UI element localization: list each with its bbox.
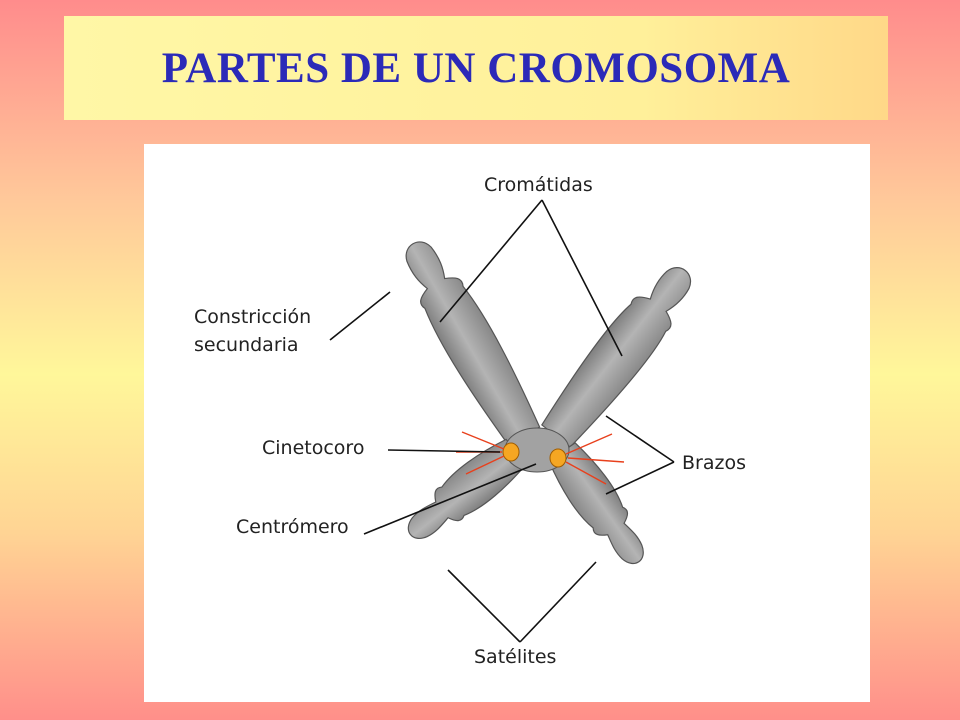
arm-lower-right: [548, 442, 644, 564]
chromosome-illustration: [329, 199, 692, 643]
chromosome-diagram: Cromátidas Constricción secundaria Cinet…: [144, 144, 870, 702]
kinetochore-right: [549, 448, 567, 468]
arm-lower-left: [407, 438, 527, 539]
title-banner: PARTES DE UN CROMOSOMA: [64, 16, 888, 120]
kinetochore-left: [502, 442, 520, 462]
leader-lines: [329, 199, 675, 643]
label-centromero: Centrómero: [236, 516, 349, 538]
page-title: PARTES DE UN CROMOSOMA: [161, 44, 791, 92]
chromatid-upper-right: [541, 267, 692, 448]
chromatid-upper-left: [405, 241, 541, 446]
label-cromatidas: Cromátidas: [484, 174, 593, 196]
label-brazos: Brazos: [682, 452, 746, 474]
label-satelites: Satélites: [474, 646, 557, 668]
label-constriccion-line2: secundaria: [194, 334, 299, 356]
label-cinetocoro: Cinetocoro: [262, 437, 365, 459]
label-constriccion-line1: Constricción: [194, 306, 312, 328]
